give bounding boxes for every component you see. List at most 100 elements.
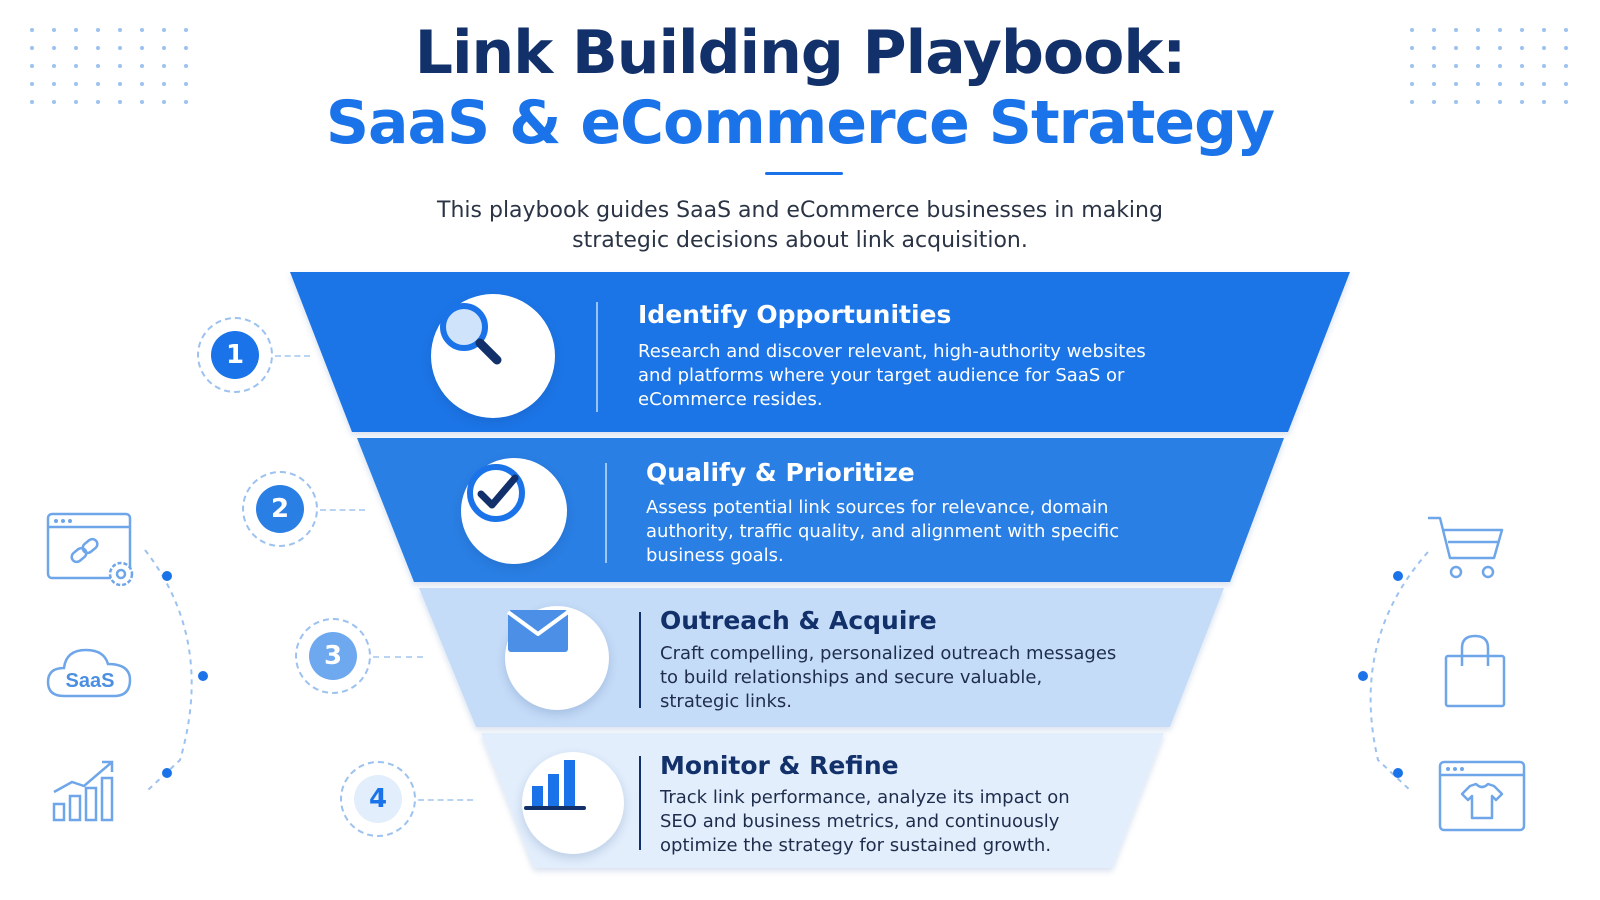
decorative-dot — [1542, 82, 1546, 86]
decorative-dot — [1520, 82, 1524, 86]
page-title-highlight: SaaS & eCommerce Strategy — [325, 88, 1275, 158]
decorative-dot — [118, 82, 122, 86]
step-4-number: 4 — [354, 775, 402, 823]
step-1-number-badge: 1 — [197, 317, 273, 393]
decorative-dot — [1564, 82, 1568, 86]
step-2-divider — [605, 463, 607, 563]
decorative-dot — [52, 28, 56, 32]
decorative-dot — [30, 28, 34, 32]
left-arc-dot-3 — [162, 768, 172, 778]
decorative-dots-right — [1410, 28, 1570, 104]
decorative-dot — [140, 46, 144, 50]
decorative-dot — [1476, 100, 1480, 104]
decorative-dot — [52, 82, 56, 86]
step-4-title: Monitor & Refine — [660, 751, 899, 780]
decorative-dot — [1454, 82, 1458, 86]
decorative-dot — [1410, 82, 1414, 86]
decorative-dot — [140, 82, 144, 86]
step-3-number: 3 — [309, 632, 357, 680]
check-circle-icon — [467, 464, 525, 522]
step-3-connector — [373, 656, 423, 658]
step-3-description: Craft compelling, personalized outreach … — [660, 643, 1117, 712]
decorative-dot — [1520, 64, 1524, 68]
saas-cloud-label: SaaS — [66, 670, 115, 692]
decorative-dot — [74, 100, 78, 104]
decorative-dot — [184, 46, 188, 50]
decorative-dot — [30, 100, 34, 104]
step-1-title: Identify Opportunities — [638, 300, 952, 329]
decorative-dot — [1432, 64, 1436, 68]
decorative-dot — [96, 46, 100, 50]
step-4-number-badge: 4 — [340, 761, 416, 837]
decorative-dot — [1542, 64, 1546, 68]
title-underline — [765, 172, 843, 175]
decorative-dot — [30, 46, 34, 50]
decorative-dot — [140, 28, 144, 32]
right-arc-dot-2 — [1358, 671, 1368, 681]
decorative-dot — [1410, 46, 1414, 50]
decorative-dot — [1410, 64, 1414, 68]
decorative-dot — [1542, 28, 1546, 32]
decorative-dot — [1498, 64, 1502, 68]
left-connector-arc — [144, 549, 193, 791]
magnifier-icon — [440, 303, 502, 365]
decorative-dot — [1454, 46, 1458, 50]
step-1-number: 1 — [211, 331, 259, 379]
decorative-dot — [162, 64, 166, 68]
decorative-dot — [162, 100, 166, 104]
decorative-dot — [1542, 46, 1546, 50]
decorative-dot — [1520, 28, 1524, 32]
step-4-divider — [639, 756, 641, 850]
decorative-dot — [1410, 100, 1414, 104]
step-4-icon-circle — [522, 752, 624, 854]
step-2-icon-circle — [461, 458, 567, 564]
decorative-dot — [1432, 46, 1436, 50]
funnel-band-2 — [357, 438, 1284, 582]
page-subtitle: This playbook guides SaaS and eCommerce … — [437, 198, 1163, 253]
decorative-dot — [1564, 28, 1568, 32]
decorative-dot — [1432, 100, 1436, 104]
decorative-dot — [1498, 46, 1502, 50]
decorative-dot — [52, 100, 56, 104]
step-1-divider — [596, 302, 598, 412]
step-3-divider — [639, 612, 641, 708]
decorative-dot — [1432, 28, 1436, 32]
bar-chart-icon — [524, 760, 586, 810]
shopping-bag-icon — [1444, 634, 1506, 708]
decorative-dot — [162, 28, 166, 32]
decorative-dot — [1498, 100, 1502, 104]
decorative-dot — [184, 100, 188, 104]
step-2-number: 2 — [256, 485, 304, 533]
decorative-dot — [118, 28, 122, 32]
decorative-dot — [1454, 100, 1458, 104]
decorative-dot — [118, 100, 122, 104]
decorative-dot — [184, 64, 188, 68]
step-1-connector — [275, 355, 310, 357]
step-2-number-badge: 2 — [242, 471, 318, 547]
left-arc-dot-1 — [162, 571, 172, 581]
decorative-dot — [184, 28, 188, 32]
saas-cloud-icon: SaaS — [46, 648, 132, 698]
browser-tshirt-icon — [1438, 760, 1526, 832]
right-arc-dot-3 — [1393, 768, 1403, 778]
decorative-dot — [140, 100, 144, 104]
decorative-dot — [96, 82, 100, 86]
browser-link-settings-icon — [46, 512, 134, 587]
decorative-dot — [140, 64, 144, 68]
step-1-icon-circle — [431, 294, 555, 418]
growth-chart-icon — [52, 760, 114, 822]
decorative-dots-left — [30, 28, 190, 104]
right-arc-dot-1 — [1393, 571, 1403, 581]
step-4-connector — [418, 799, 473, 801]
decorative-dot — [162, 82, 166, 86]
decorative-dot — [184, 82, 188, 86]
decorative-dot — [118, 64, 122, 68]
funnel-band-3 — [419, 588, 1224, 727]
decorative-dot — [1520, 46, 1524, 50]
decorative-dot — [30, 82, 34, 86]
step-1-description: Research and discover relevant, high-aut… — [638, 341, 1146, 410]
funnel-band-1 — [290, 272, 1350, 432]
step-4-description: Track link performance, analyze its impa… — [660, 787, 1070, 856]
decorative-dot — [52, 46, 56, 50]
step-2-connector — [320, 509, 365, 511]
